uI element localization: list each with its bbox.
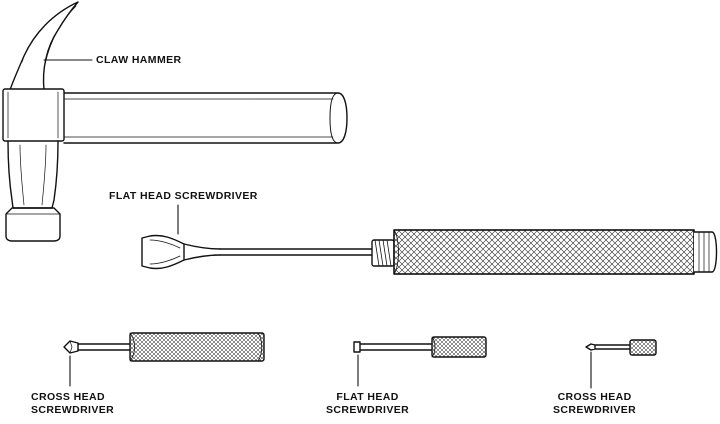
label-flat-head-small: FLAT HEAD SCREWDRIVER (326, 391, 409, 417)
hammer-head (7, 140, 59, 209)
large-flat-endcap (693, 231, 718, 273)
hammer-handle (63, 92, 348, 144)
small-cross-handle (629, 339, 657, 356)
small-flat-handle (431, 336, 487, 358)
cross-head-tip (63, 340, 79, 354)
large-flat-ferrule (371, 239, 395, 267)
hammer-face (5, 207, 61, 242)
flat-head-screwdriver-small (353, 336, 487, 387)
label-flat-head-screwdriver-text: FLAT HEAD SCREWDRIVER (109, 190, 258, 202)
large-flat-shaft (219, 248, 373, 256)
label-cross-head-small-line2: SCREWDRIVER (553, 404, 637, 416)
cross-head-handle (129, 332, 265, 362)
label-cross-head-screwdriver: CROSS HEAD SCREWDRIVER (31, 391, 114, 417)
label-cross-head-line1: CROSS HEAD (31, 391, 106, 403)
small-cross-tip (585, 343, 596, 351)
small-flat-tip (353, 341, 361, 353)
label-flat-head-screwdriver: FLAT HEAD SCREWDRIVER (109, 190, 258, 203)
large-flat-handle (393, 229, 695, 275)
claw-hammer (2, 1, 348, 242)
label-flat-head-small-line1: FLAT HEAD (336, 391, 399, 403)
label-flat-head-small-line2: SCREWDRIVER (326, 404, 410, 416)
cross-head-screwdriver-small (585, 339, 657, 389)
flat-head-screwdriver-large (141, 204, 718, 275)
label-cross-head-line2: SCREWDRIVER (31, 404, 115, 416)
cross-head-screwdriver (63, 332, 265, 387)
label-claw-hammer: CLAW HAMMER (96, 54, 181, 67)
label-cross-head-small-line1: CROSS HEAD (557, 391, 632, 403)
hammer-collar (2, 88, 65, 142)
label-claw-hammer-text: CLAW HAMMER (96, 54, 182, 66)
large-flat-tip (141, 234, 185, 270)
label-cross-head-small: CROSS HEAD SCREWDRIVER (553, 391, 636, 417)
